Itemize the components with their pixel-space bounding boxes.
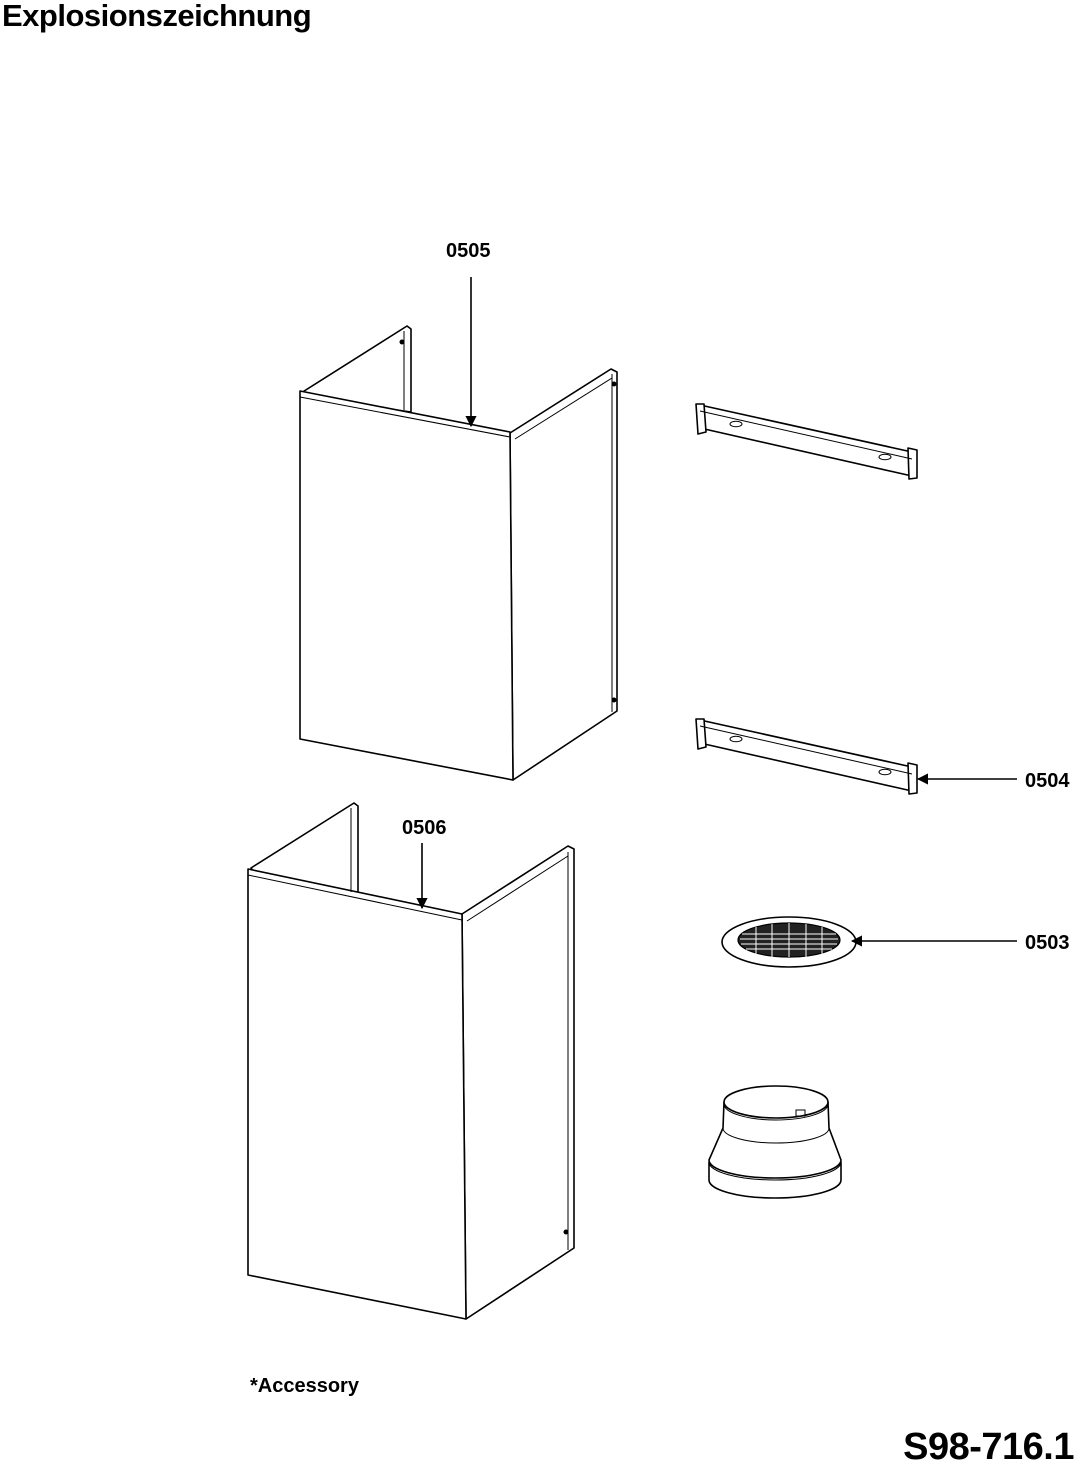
lower-mounting-bracket	[695, 718, 918, 795]
duct-reducer	[708, 1085, 842, 1199]
callout-0505: 0505	[446, 240, 491, 262]
document-number: S98-716.1	[903, 1426, 1074, 1468]
lower-chimney-cover	[247, 802, 575, 1320]
callout-0504: 0504	[1025, 770, 1070, 792]
page-title: Explosionszeichnung	[2, 0, 312, 33]
callout-0503: 0503	[1025, 932, 1070, 954]
accessory-note: *Accessory	[250, 1375, 359, 1397]
upper-mounting-bracket	[695, 403, 918, 480]
callout-0506: 0506	[402, 817, 447, 839]
upper-chimney-cover	[299, 325, 618, 781]
round-grille	[721, 916, 857, 968]
